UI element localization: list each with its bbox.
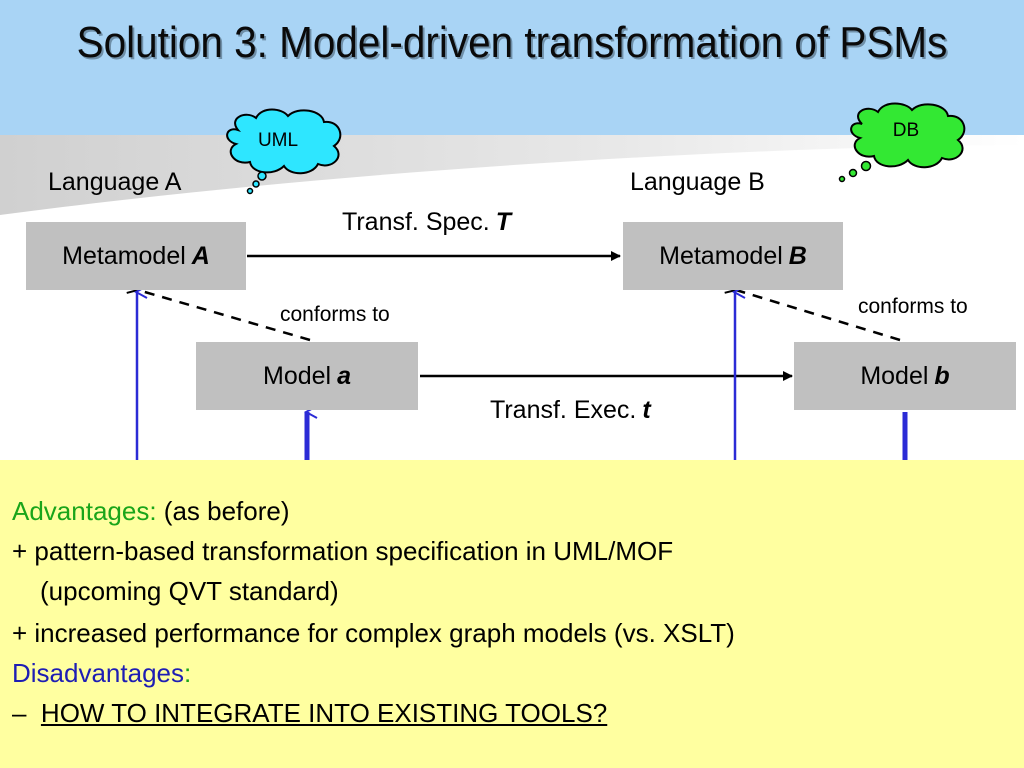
- advantages-panel: Advantages: (as before) + pattern-based …: [0, 460, 1024, 768]
- language-b-label: Language B: [630, 168, 765, 196]
- transf-spec-label: Transf. Spec.T: [342, 208, 512, 236]
- transf-exec-label: Transf. Exec.t: [490, 396, 651, 424]
- db-cloud-label: DB: [892, 120, 920, 141]
- uml-cloud-label: UML: [257, 130, 299, 151]
- advantage-item-2: + increased performance for complex grap…: [12, 618, 735, 648]
- conforms-to-left-label: conforms to: [280, 303, 390, 326]
- conforms-to-left-arrow: [126, 280, 311, 342]
- advantage-item-1-continued: (upcoming QVT standard): [40, 576, 339, 606]
- disadvantage-item-1: – HOW TO INTEGRATE INTO EXISTING TOOLS?: [12, 698, 608, 728]
- title-band: [0, 0, 1024, 135]
- disadvantages-heading: Disadvantages:: [12, 658, 192, 688]
- language-a-label: Language A: [48, 168, 182, 196]
- uml-cloud: [226, 108, 342, 195]
- conforms-to-right-label: conforms to: [858, 295, 968, 318]
- slide-title: Solution 3: Model-driven transformation …: [76, 18, 948, 67]
- db-cloud: [838, 102, 966, 183]
- advantage-item-1: + pattern-based transformation specifica…: [12, 536, 674, 566]
- advantages-heading: Advantages: (as before): [12, 496, 290, 526]
